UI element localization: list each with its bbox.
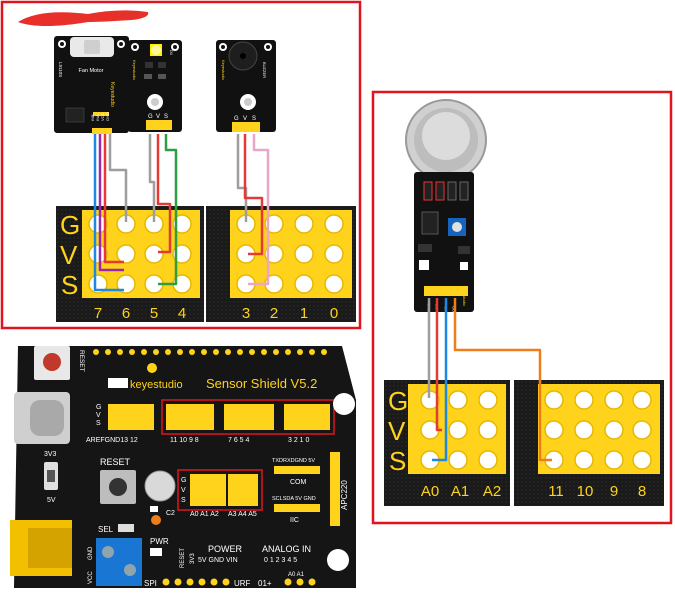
buzzer-module-label: BUZZER bbox=[262, 62, 267, 78]
gas-module-brand: Keyestudio bbox=[462, 286, 467, 307]
digital-group-11-8: 11 10 9 8 bbox=[170, 437, 199, 444]
aref-row-label: AREFGND13 12 bbox=[86, 437, 138, 444]
led-module-brand: Keyestudio bbox=[132, 60, 137, 81]
pin-number-4: 4 bbox=[178, 305, 186, 322]
switch-label-3v3: 3V3 bbox=[44, 451, 57, 458]
com-label: COM bbox=[290, 479, 307, 486]
c2-label: C2 bbox=[166, 510, 175, 517]
apc220-label: APC220 bbox=[340, 480, 349, 510]
buzzer-module: BUZZER Keyestudio G V S bbox=[216, 40, 276, 132]
pin-number-a2: A2 bbox=[483, 483, 501, 500]
analog-small-labels: A0 A1 A2 bbox=[190, 511, 219, 518]
fan-module-label: Fan Motor bbox=[78, 68, 103, 74]
pin-number-8: 8 bbox=[638, 483, 646, 500]
analog-row-s: S bbox=[389, 446, 406, 476]
shield-row-v: V bbox=[96, 412, 101, 419]
fan-module-chip: L9110S bbox=[58, 62, 63, 77]
row-label-g: G bbox=[60, 210, 80, 240]
urf-pins-label: 01+ bbox=[258, 579, 272, 588]
row-label-s: S bbox=[61, 270, 78, 300]
reset-side-label: RESET bbox=[180, 548, 186, 568]
frame-right bbox=[371, 90, 673, 525]
pin-number-1: 1 bbox=[300, 305, 308, 322]
wires-right bbox=[427, 298, 552, 462]
3v3-side-label: 3V3 bbox=[190, 553, 196, 564]
gas-pin-do: DO bbox=[451, 306, 456, 312]
pin-number-3: 3 bbox=[242, 305, 250, 322]
reset-label-top: RESET bbox=[78, 350, 85, 372]
pin-number-2: 2 bbox=[270, 305, 278, 322]
com-pins-label: TXDRXDGND 5V bbox=[272, 458, 315, 464]
gnd-label: GND bbox=[88, 546, 94, 560]
buzzer-module-brand: Keyestudio bbox=[221, 60, 226, 81]
fan-pin-ina: INA bbox=[95, 114, 100, 121]
pin-number-9: 9 bbox=[610, 483, 618, 500]
header-analog-a0-a2: G V S A0 A1 A2 bbox=[384, 380, 510, 506]
shield-analog-row-s: S bbox=[181, 497, 186, 504]
iic-pins-label: SCLSDA 5V GND bbox=[272, 496, 316, 502]
frame-top-left bbox=[0, 0, 362, 330]
urf-label: URF bbox=[234, 579, 251, 588]
sel-label: SEL bbox=[98, 525, 114, 534]
a0a1-bottom-label: A0 A1 bbox=[288, 572, 305, 578]
analog-small-labels-2: A3 A4 A5 bbox=[228, 511, 257, 518]
wires-top bbox=[93, 134, 270, 292]
analog-in-pins: 0 1 2 3 4 5 bbox=[264, 557, 297, 564]
power-pins-label: 5V GND VIN bbox=[198, 557, 238, 564]
shield-brand: keyestudio bbox=[130, 379, 183, 391]
pin-number-a0: A0 bbox=[421, 483, 439, 500]
row-label-v: V bbox=[60, 240, 78, 270]
led-module-part: D1 bbox=[169, 50, 174, 56]
terminal-block bbox=[96, 538, 142, 586]
spi-pins-label: 13 11 12 10 bbox=[172, 593, 204, 599]
fan-blade-icon bbox=[88, 10, 149, 22]
vcc-label: VCC bbox=[88, 571, 94, 584]
pin-number-11: 11 bbox=[548, 483, 564, 500]
digital-group-7-4: 7 6 5 4 bbox=[228, 437, 250, 444]
shield-row-s: S bbox=[96, 420, 101, 427]
led-pin-s: S bbox=[164, 114, 168, 120]
spi-label: SPI bbox=[144, 579, 157, 588]
fan-module-brand: Keyestudio bbox=[109, 82, 115, 107]
pin-number-5: 5 bbox=[150, 305, 158, 322]
pin-number-10: 10 bbox=[577, 483, 594, 500]
reset-label: RESET bbox=[100, 457, 131, 467]
shield-analog-row-v: V bbox=[181, 487, 186, 494]
pin-number-7: 7 bbox=[94, 305, 102, 322]
header-digital-3-0: 3 2 1 0 bbox=[206, 206, 356, 322]
fan-pin-gnd: GND bbox=[105, 112, 110, 121]
switch-label-5v: 5V bbox=[47, 497, 56, 504]
pin-number-a1: A1 bbox=[451, 483, 469, 500]
led-pin-g: G bbox=[148, 114, 153, 120]
shield-analog-row-g: G bbox=[181, 477, 186, 484]
pwr-label: PWR bbox=[150, 537, 169, 546]
analog-row-v: V bbox=[388, 416, 406, 446]
pin-number-6: 6 bbox=[122, 305, 130, 322]
iic-label: IIC bbox=[290, 517, 299, 524]
fan-module: Fan Motor Keyestudio L9110S INB INA VCC … bbox=[18, 10, 149, 134]
shield-row-g: G bbox=[96, 404, 101, 411]
power-label: POWER bbox=[208, 544, 243, 554]
buzzer-pin-s: S bbox=[252, 116, 256, 122]
fan-pin-vcc: VCC bbox=[100, 112, 105, 121]
analog-in-label: ANALOG IN bbox=[262, 544, 311, 554]
header-digital-11-8: 11 10 9 8 bbox=[514, 380, 664, 506]
led-pin-v: V bbox=[156, 114, 160, 120]
analog-row-g: G bbox=[388, 386, 408, 416]
gas-sensor-module: GND VCC AO DO Keyestudio bbox=[405, 99, 487, 312]
fan-module-pins: INB bbox=[90, 114, 95, 121]
header-digital-7-4: G V S 7 6 5 4 bbox=[56, 206, 204, 322]
fan-blade-icon bbox=[18, 12, 92, 26]
pin-number-0: 0 bbox=[330, 305, 338, 322]
sensor-shield: RESET 3V3 5V keyestudio Sensor Shield V5… bbox=[10, 346, 356, 599]
digital-group-3-0: 3 2 1 0 bbox=[288, 437, 310, 444]
shield-title: Sensor Shield V5.2 bbox=[206, 376, 317, 391]
led-module: D1 Keyestudio G V S bbox=[128, 40, 182, 132]
buzzer-pin-v: V bbox=[243, 116, 247, 122]
buzzer-pin-g: G bbox=[234, 116, 239, 122]
